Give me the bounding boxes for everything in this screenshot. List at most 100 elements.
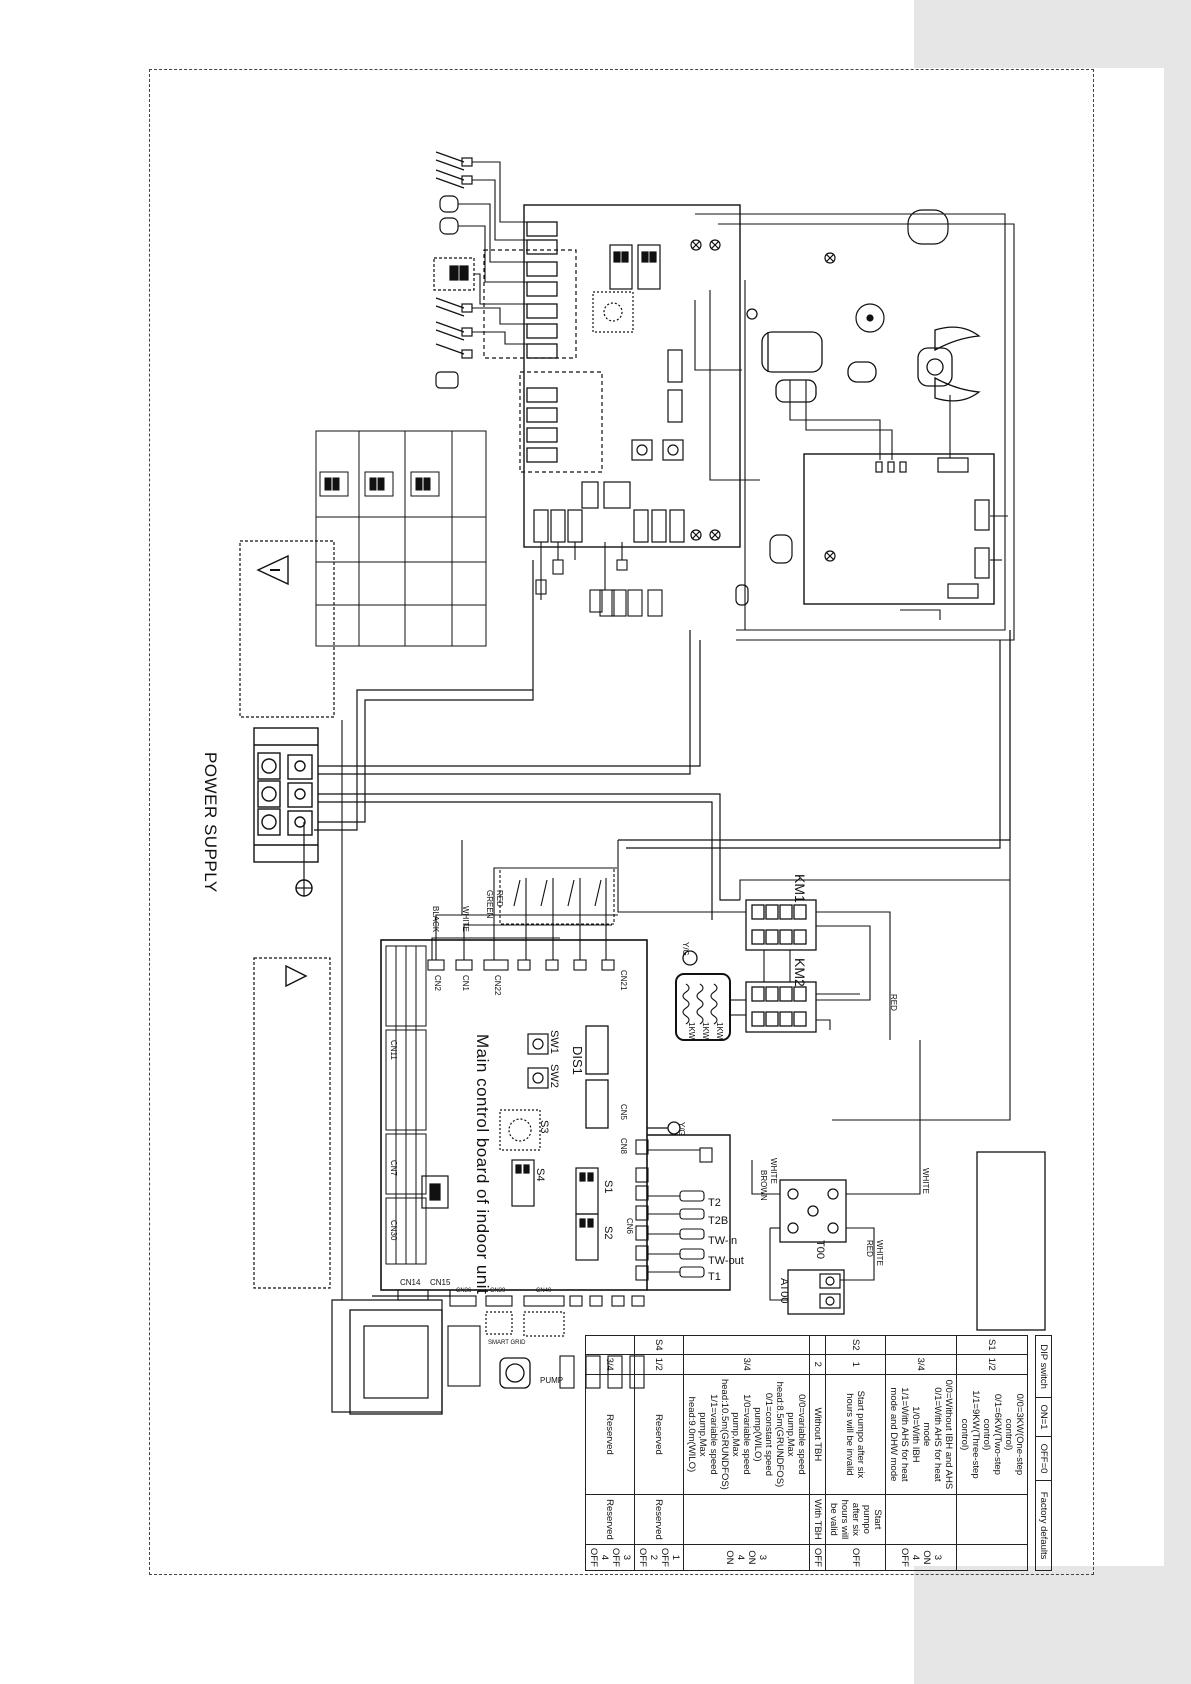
heater-stage-2: 1KW bbox=[701, 1022, 710, 1040]
backup-heater bbox=[675, 973, 731, 1041]
screw-posts bbox=[690, 239, 836, 562]
reactor-1 bbox=[769, 534, 793, 564]
at00-label: AT00 bbox=[778, 1278, 790, 1304]
dip-cell-group: S1 bbox=[956, 1335, 1028, 1355]
cn39-label: CN39 bbox=[490, 1288, 506, 1294]
dip-switch-outdoor-1 bbox=[609, 244, 633, 290]
s1-label: S1 bbox=[602, 1180, 614, 1194]
dip-cell-off: Reserved bbox=[634, 1494, 684, 1545]
wire-label-red: RED bbox=[495, 890, 504, 907]
s3-rotary bbox=[499, 1109, 541, 1151]
reactor-2 bbox=[735, 584, 749, 606]
dip-cell-group bbox=[885, 1335, 957, 1355]
dip-cell-default: 1 OFF 2 OFF bbox=[634, 1544, 684, 1571]
cn6-label: CN6 bbox=[625, 1218, 634, 1235]
heater-stage-1: 1KW bbox=[687, 1022, 696, 1040]
dip-cell-default bbox=[956, 1544, 1028, 1571]
diagram-frame bbox=[149, 69, 1094, 1575]
t00-label: T00 bbox=[814, 1240, 826, 1259]
cn7-label: CN7 bbox=[389, 1160, 398, 1177]
dip-cell-default: OFF bbox=[825, 1544, 886, 1571]
dip-cell-off bbox=[885, 1494, 957, 1545]
dip-cell-default: OFF bbox=[809, 1544, 826, 1571]
wire-label-green: GREEN bbox=[485, 890, 494, 919]
cn15-label: CN15 bbox=[430, 1278, 451, 1287]
rotary-switch-outdoor bbox=[592, 291, 634, 333]
cn1-label: CN1 bbox=[461, 975, 470, 992]
dip-cell-group: S2 bbox=[825, 1335, 886, 1355]
temperature-sensors bbox=[648, 1147, 713, 1278]
page-corner-strip-bottom bbox=[914, 1566, 1191, 1684]
dip-cell-default: 3 OFF 4 OFF bbox=[585, 1544, 635, 1571]
dip-cell-on: Reserved bbox=[585, 1374, 635, 1495]
pump-label: PUMP bbox=[540, 1376, 564, 1385]
warning-triangle-top bbox=[256, 554, 289, 586]
dip-cell-on: Start pumpo after six hours will be inva… bbox=[825, 1374, 886, 1495]
cn22-label: CN22 bbox=[493, 975, 502, 996]
small-dip-table bbox=[315, 430, 487, 647]
sensor-t2b: T2B bbox=[708, 1215, 729, 1227]
dip-cell-sub: 1/2 bbox=[634, 1354, 684, 1375]
capacitor bbox=[847, 361, 877, 383]
km1-label: KM1 bbox=[792, 874, 808, 903]
power-supply-label: POWER SUPPLY bbox=[201, 752, 220, 893]
compressor bbox=[746, 308, 823, 403]
km2-label: KM2 bbox=[792, 958, 808, 987]
dip-cell-on: Reserved bbox=[634, 1374, 684, 1495]
cn40-label: CN40 bbox=[536, 1288, 552, 1294]
sw9-switch bbox=[421, 1175, 449, 1209]
s2-label: S2 bbox=[602, 1226, 614, 1240]
dip-cell-on: 0/0=3KW(One-step control) 0/1=6KW(Two-st… bbox=[956, 1374, 1028, 1495]
dip-cell-sub: 2 bbox=[809, 1354, 826, 1375]
outdoor-pcb-connectors bbox=[526, 221, 558, 463]
sensor-t1: T1 bbox=[708, 1271, 721, 1283]
sensor-tw-in: TW-in bbox=[708, 1235, 738, 1247]
cn8-label: CN8 bbox=[619, 1138, 628, 1155]
sensor-tw-out: TW-out bbox=[708, 1255, 744, 1267]
dip-cell-on: Without TBH bbox=[809, 1374, 826, 1495]
s4-dip bbox=[511, 1159, 535, 1207]
at00-block bbox=[787, 1269, 845, 1315]
wire-label-white: WHITE bbox=[461, 906, 470, 932]
page-corner-strip-top bbox=[914, 0, 1191, 68]
dip-cell-off: Reserved bbox=[585, 1494, 635, 1545]
cn2-label: CN2 bbox=[433, 975, 442, 992]
dip-cell-on: 0/0=variable speed pump,Max head:8.5m(GR… bbox=[683, 1374, 810, 1495]
dip-cell-group bbox=[585, 1335, 635, 1355]
cn11-label: CN11 bbox=[389, 1040, 398, 1060]
cn36-label: CN36 bbox=[456, 1288, 472, 1294]
warning-box-top bbox=[239, 540, 335, 718]
outdoor-button-2 bbox=[662, 439, 684, 461]
heater-stage-3: 1KW bbox=[715, 1022, 724, 1040]
t00-block bbox=[779, 1179, 847, 1243]
dip-cell-sub: 3/4 bbox=[885, 1354, 957, 1375]
dip-cell-group bbox=[809, 1335, 826, 1355]
outdoor-sensors bbox=[433, 151, 475, 389]
pump-symbol bbox=[499, 1357, 531, 1389]
cn5-label: CN5 bbox=[619, 1104, 628, 1121]
smart-grid-box bbox=[447, 1325, 481, 1387]
main-board-left-terminals bbox=[385, 945, 427, 1265]
km2-contactor bbox=[745, 981, 817, 1033]
dip-cell-sub: 1 bbox=[825, 1354, 886, 1375]
note-box-right bbox=[976, 1151, 1046, 1331]
s1-dip bbox=[575, 1167, 599, 1215]
sw1-label: SW1 bbox=[548, 1030, 560, 1054]
km1-contactor bbox=[745, 899, 817, 951]
warning-triangle-bottom bbox=[285, 964, 308, 988]
dip-cell-default: 3 ON 4 ON bbox=[683, 1544, 810, 1571]
dip-cell-sub: 1/2 bbox=[956, 1354, 1028, 1375]
heater-yg-label: Y/G bbox=[681, 942, 690, 956]
inverter-board bbox=[803, 453, 995, 605]
dis1-label: DIS1 bbox=[570, 1046, 585, 1075]
wire-label-white-2: WHITE bbox=[769, 1158, 778, 1184]
sw1-button bbox=[527, 1033, 549, 1055]
s4-label: S4 bbox=[534, 1168, 546, 1182]
cn21-label: CN21 bbox=[619, 970, 628, 991]
